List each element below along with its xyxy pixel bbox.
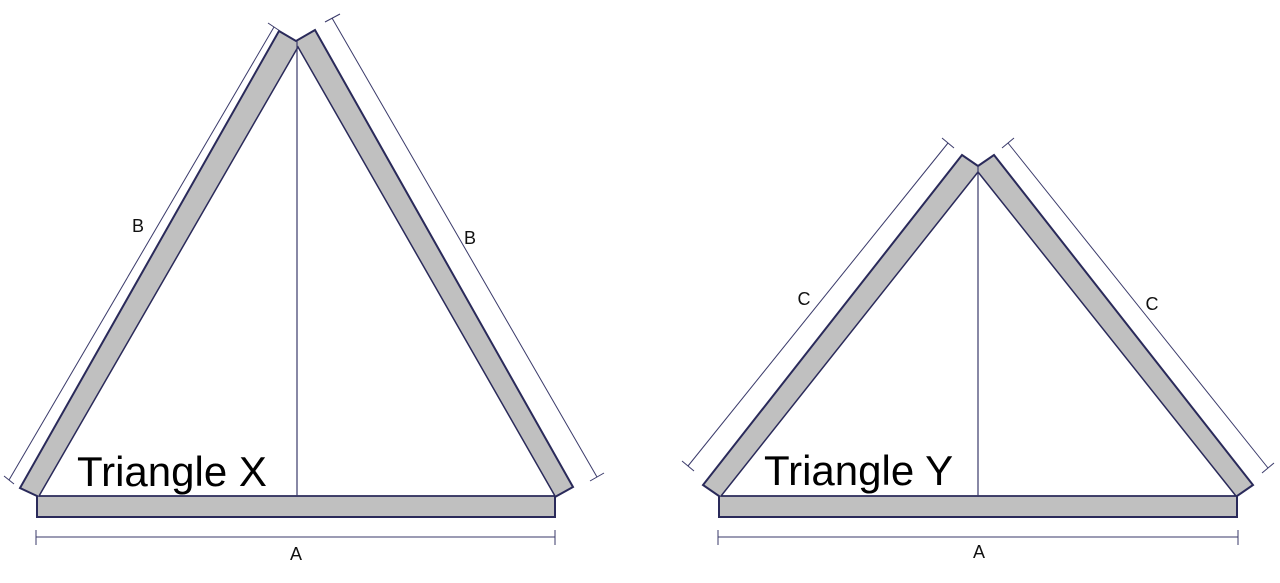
triangle-x: B B A Triangle X (3, 13, 605, 564)
triangle-y-right-label: C (1146, 294, 1159, 314)
triangle-x-left-label: B (132, 216, 144, 236)
triangle-x-title: Triangle X (77, 448, 267, 495)
triangle-y-base-label: A (973, 542, 985, 562)
triangle-y-left-label: C (798, 289, 811, 309)
triangle-y-dimension-left (681, 137, 955, 472)
triangle-x-base-label: A (290, 544, 302, 564)
triangle-y-dimension-right (1001, 137, 1275, 474)
triangle-x-dimension-base (35, 530, 556, 545)
triangle-x-dimension-left (3, 22, 281, 485)
triangle-x-dimension-right (324, 13, 605, 482)
triangle-y-dimension-base (717, 530, 1239, 545)
triangle-y: C C A Triangle Y (681, 137, 1275, 562)
triangle-x-right-label: B (464, 228, 476, 248)
triangle-y-title: Triangle Y (764, 447, 953, 494)
